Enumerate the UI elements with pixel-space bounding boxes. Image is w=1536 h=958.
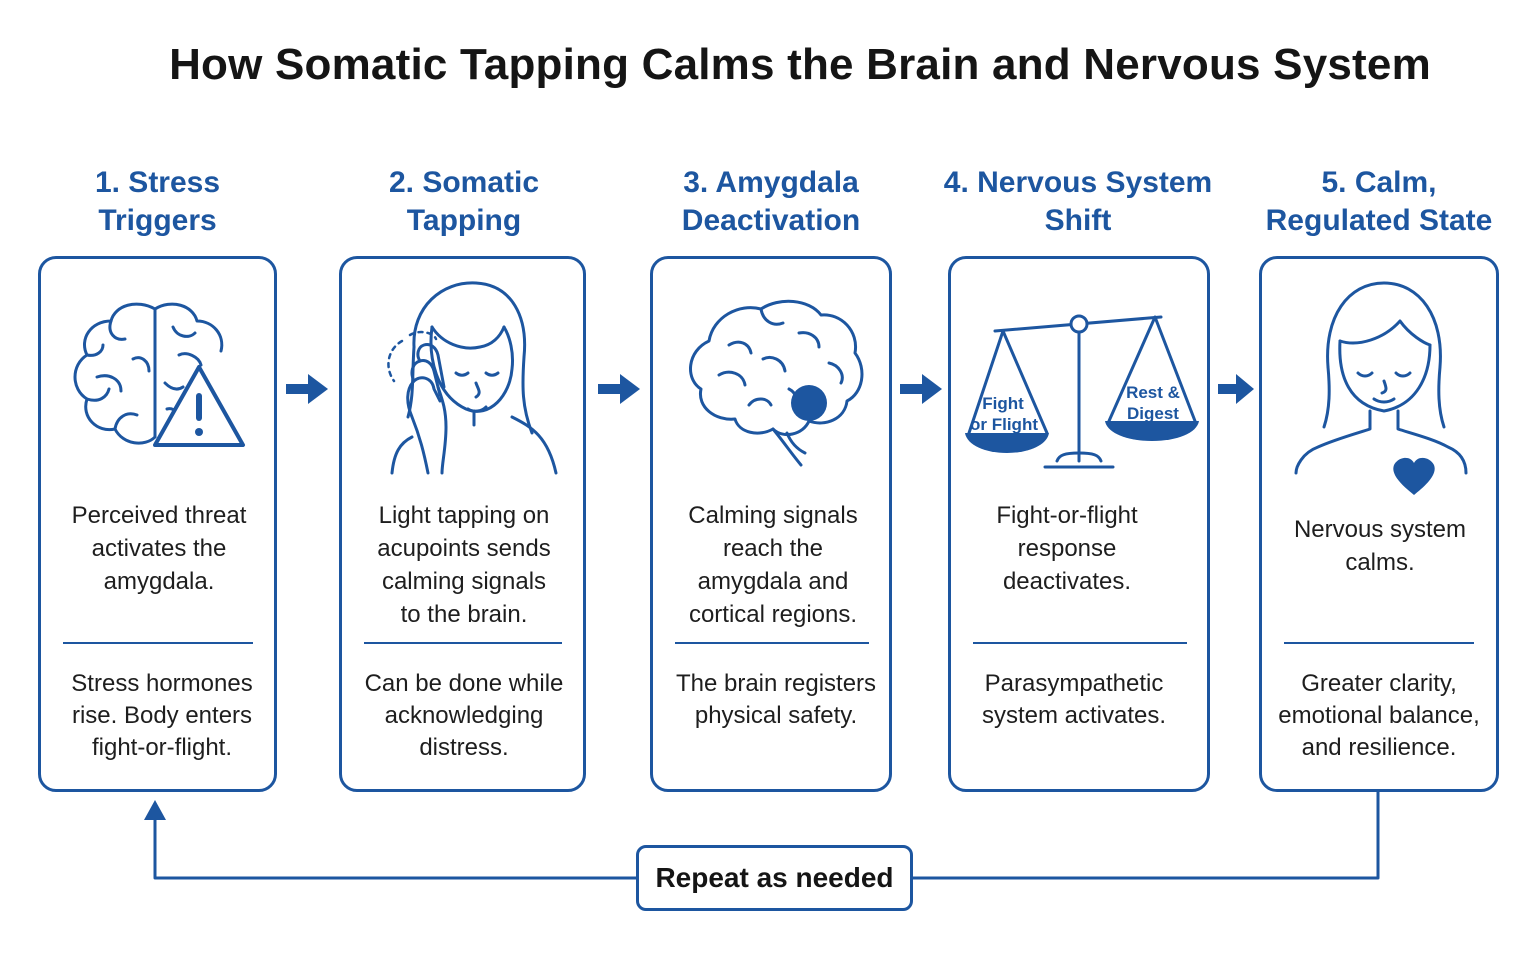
step-1-detail-line: Stress hormones	[71, 670, 253, 697]
step-5-title-line-1: 5. Calm,	[1321, 166, 1437, 199]
right-arrow-icon	[598, 374, 640, 404]
calm-person-heart-icon	[1294, 281, 1468, 495]
step-5-divider	[1284, 642, 1474, 644]
right-arrow-icon	[1218, 374, 1254, 404]
step-1-detail-line: fight-or-flight.	[91, 734, 233, 761]
step-5-detail: Greater clarity, emotional balance, and …	[1266, 668, 1492, 764]
step-3-detail: The brain registers physical safety.	[661, 668, 891, 732]
step-5-desc-line: Nervous system	[1293, 516, 1467, 543]
step-4-detail: Parasympathetic system activates.	[959, 668, 1189, 732]
step-5-desc-line: calms.	[1345, 549, 1415, 576]
repeat-as-needed-label: Repeat as needed	[636, 845, 913, 911]
step-2-desc-line: Light tapping on	[378, 502, 550, 529]
step-4-detail-line: system activates.	[981, 702, 1167, 729]
step-4-desc-line: response	[1017, 535, 1117, 562]
step-3-card: Calming signals reach the amygdala and c…	[650, 256, 892, 792]
right-arrow-icon	[286, 374, 328, 404]
person-tapping-icon	[387, 281, 558, 475]
step-3-desc-line: amygdala and	[697, 568, 849, 595]
step-2-detail-line: acknowledging	[384, 702, 544, 729]
step-5-title: 5. Calm, Regulated State	[1258, 164, 1500, 240]
step-2-desc-line: to the brain.	[400, 601, 528, 628]
step-4-divider	[973, 642, 1187, 644]
step-1-description: Perceived threat activates the amygdala.	[49, 499, 269, 598]
step-4-desc-line: Fight-or-flight	[996, 502, 1138, 529]
right-arrow-icon	[900, 374, 942, 404]
step-2-desc-line: acupoints sends	[377, 535, 551, 562]
step-1-desc-line: amygdala.	[103, 568, 215, 595]
step-5-detail-line: and resilience.	[1301, 734, 1457, 761]
step-1-detail-line: rise. Body enters	[71, 702, 253, 729]
scale-label-fight: Fight	[982, 394, 1024, 413]
step-1-card: Perceived threat activates the amygdala.…	[38, 256, 277, 792]
step-5-title-line-2: Regulated State	[1265, 204, 1493, 237]
page-title: How Somatic Tapping Calms the Brain and …	[169, 40, 1431, 89]
step-1-title-line-1: 1. Stress	[94, 166, 221, 199]
step-3-detail-line: physical safety.	[694, 702, 858, 729]
step-4-title: 4. Nervous System Shift	[940, 164, 1216, 240]
step-4-card: Fight or Flight Rest & Digest Fight-or-f…	[948, 256, 1210, 792]
step-5-detail-line: emotional balance,	[1278, 702, 1480, 729]
step-2-desc-line: calming signals	[381, 568, 547, 595]
scale-label-or-flight: or Flight	[970, 415, 1038, 434]
scale-label-digest: Digest	[1127, 404, 1179, 423]
scale-label-rest: Rest &	[1126, 383, 1180, 402]
step-4-description: Fight-or-flight response deactivates.	[959, 499, 1175, 598]
step-1-title-line-2: Triggers	[98, 204, 217, 237]
step-3-description: Calming signals reach the amygdala and c…	[661, 499, 885, 631]
step-4-title-line-1: 4. Nervous System	[943, 166, 1213, 199]
step-4-title-line-2: Shift	[1044, 204, 1112, 237]
step-4-desc-line: deactivates.	[1002, 568, 1132, 595]
step-2-description: Light tapping on acupoints sends calming…	[350, 499, 578, 631]
step-4-detail-line: Parasympathetic	[984, 670, 1164, 697]
brain-warning-icon	[73, 302, 245, 447]
step-3-divider	[675, 642, 869, 644]
step-2-title: 2. Somatic Tapping	[342, 164, 586, 240]
step-3-title: 3. Amygdala Deactivation	[650, 164, 892, 240]
step-2-title-line-1: 2. Somatic	[388, 166, 540, 199]
step-2-title-line-2: Tapping	[406, 204, 522, 237]
step-3-desc-line: cortical regions.	[688, 601, 858, 628]
step-3-desc-line: Calming signals	[688, 502, 858, 529]
step-1-detail: Stress hormones rise. Body enters fight-…	[49, 668, 275, 764]
step-3-detail-line: The brain registers	[675, 670, 877, 697]
step-2-detail: Can be done while acknowledging distress…	[350, 668, 578, 764]
step-2-divider	[364, 642, 562, 644]
step-3-title-line-2: Deactivation	[681, 204, 861, 237]
step-2-card: Light tapping on acupoints sends calming…	[339, 256, 586, 792]
step-2-detail-line: distress.	[419, 734, 509, 761]
brain-amygdala-icon	[689, 299, 864, 467]
step-1-divider	[63, 642, 253, 644]
step-5-description: Nervous system calms.	[1270, 513, 1490, 579]
loop-back-arrow	[144, 790, 1380, 880]
step-3-title-line-1: 3. Amygdala	[683, 166, 859, 199]
step-1-desc-line: activates the	[91, 535, 227, 562]
step-3-desc-line: reach the	[722, 535, 824, 562]
step-1-desc-line: Perceived threat	[71, 502, 247, 529]
step-2-detail-line: Can be done while	[364, 670, 564, 697]
step-5-card: Nervous system calms. Greater clarity, e…	[1259, 256, 1499, 792]
balance-scale-icon: Fight or Flight Rest & Digest	[965, 314, 1199, 469]
step-1-title: 1. Stress Triggers	[40, 164, 275, 240]
step-5-detail-line: Greater clarity,	[1301, 670, 1457, 697]
